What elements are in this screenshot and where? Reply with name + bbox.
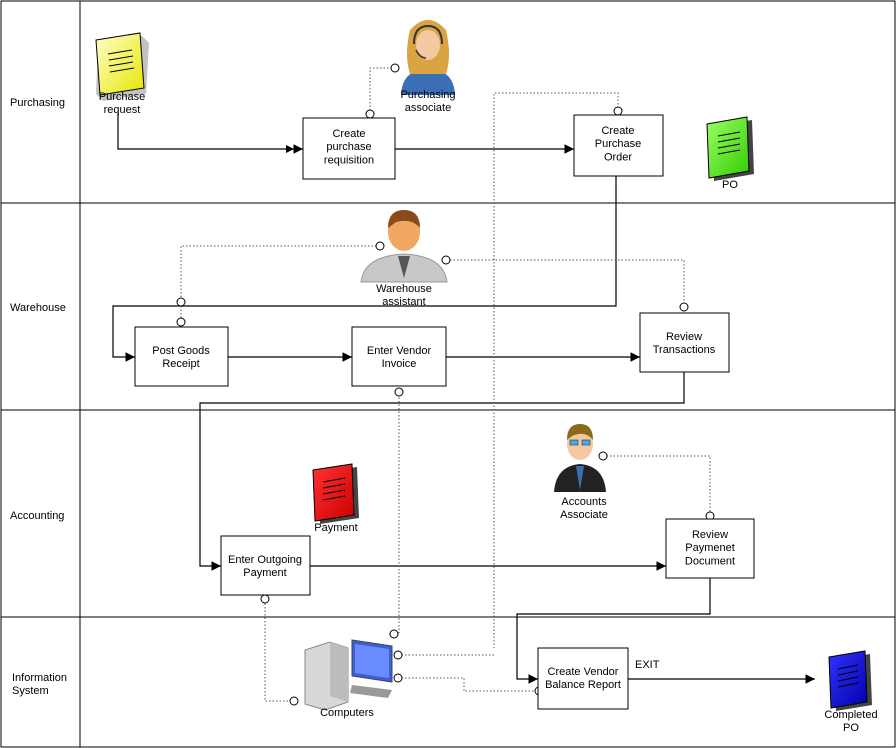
- flow-connectors: [112, 113, 815, 684]
- document-po: PO: [706, 116, 754, 191]
- connector-circles: [176, 63, 715, 706]
- lane-label-purchasing: Purchasing: [10, 97, 65, 109]
- document-label: PO: [722, 179, 738, 191]
- lane-label-accounting: Accounting: [10, 510, 64, 522]
- document-payment: Payment: [312, 463, 359, 534]
- exit-label: EXIT: [635, 659, 660, 671]
- lane-label-warehouse: Warehouse: [10, 302, 66, 314]
- association-connectors: [180, 67, 711, 702]
- document-label: Payment: [314, 522, 357, 534]
- computers-icon: Computers: [304, 639, 393, 719]
- actor-label: Computers: [320, 707, 374, 719]
